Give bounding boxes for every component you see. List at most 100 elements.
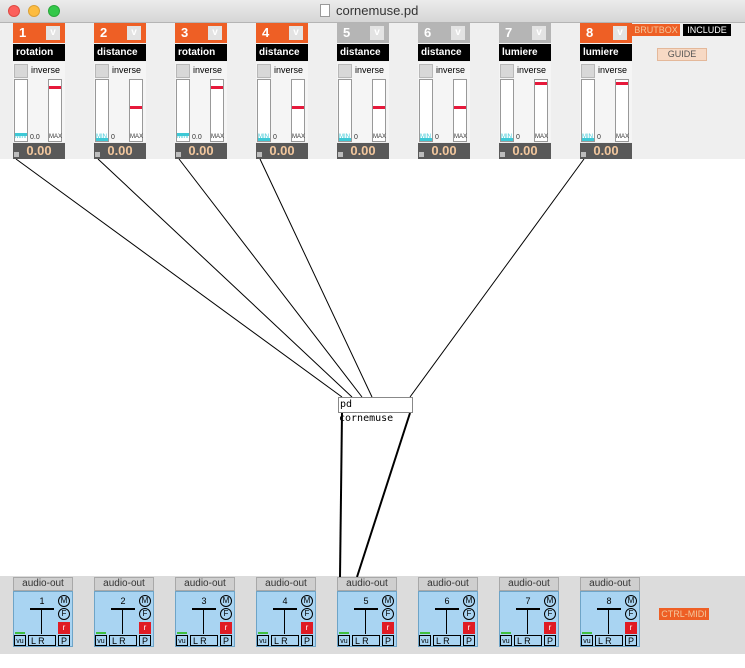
p-button[interactable]: P	[58, 635, 70, 646]
vu-button[interactable]: vu	[14, 635, 26, 646]
v-toggle-button[interactable]: v	[613, 26, 627, 40]
zero-label: 0	[597, 134, 601, 141]
vu-button[interactable]: vu	[419, 635, 431, 646]
module-number: 8	[586, 25, 594, 40]
fade-button[interactable]: F	[625, 608, 637, 620]
record-button[interactable]: r	[139, 622, 151, 634]
max-limit-slider[interactable]	[210, 79, 224, 142]
vu-button[interactable]: vu	[500, 635, 512, 646]
left-right-output[interactable]: L R	[514, 635, 542, 646]
fade-button[interactable]: F	[58, 608, 70, 620]
vu-button[interactable]: vu	[257, 635, 269, 646]
mute-button[interactable]: M	[301, 595, 313, 607]
input-level-indicator	[96, 138, 108, 141]
left-right-output[interactable]: L R	[28, 635, 56, 646]
mute-button[interactable]: M	[382, 595, 394, 607]
sensor-type-label: distance	[337, 44, 389, 61]
left-right-output[interactable]: L R	[109, 635, 137, 646]
inverse-toggle[interactable]	[338, 64, 352, 78]
left-right-output[interactable]: L R	[595, 635, 623, 646]
inverse-toggle[interactable]	[419, 64, 433, 78]
inverse-toggle[interactable]	[581, 64, 595, 78]
mute-button[interactable]: M	[463, 595, 475, 607]
max-limit-indicator	[292, 106, 304, 109]
v-toggle-button[interactable]: v	[208, 26, 222, 40]
max-limit-slider[interactable]	[453, 79, 467, 142]
input-level-slider[interactable]	[581, 79, 595, 142]
input-level-slider[interactable]	[95, 79, 109, 142]
pd-cornemuse-object[interactable]: pd cornemuse	[338, 397, 413, 424]
input-level-slider[interactable]	[419, 79, 433, 142]
v-toggle-button[interactable]: v	[451, 26, 465, 40]
max-limit-slider[interactable]	[129, 79, 143, 142]
max-limit-slider[interactable]	[372, 79, 386, 142]
left-right-output[interactable]: L R	[271, 635, 299, 646]
brutbox-button[interactable]: BRUTBOX	[632, 24, 680, 36]
p-button[interactable]: P	[544, 635, 556, 646]
close-window-button[interactable]	[8, 5, 20, 17]
record-button[interactable]: r	[544, 622, 556, 634]
vu-button[interactable]: vu	[581, 635, 593, 646]
fade-button[interactable]: F	[382, 608, 394, 620]
inverse-toggle[interactable]	[500, 64, 514, 78]
max-limit-indicator	[454, 106, 466, 109]
v-toggle-button[interactable]: v	[289, 26, 303, 40]
p-button[interactable]: P	[382, 635, 394, 646]
fade-button[interactable]: F	[544, 608, 556, 620]
vu-button[interactable]: vu	[338, 635, 350, 646]
p-button[interactable]: P	[625, 635, 637, 646]
mute-button[interactable]: M	[625, 595, 637, 607]
vu-level-indicator	[96, 632, 106, 634]
guide-button[interactable]: GUIDE	[657, 48, 707, 61]
input-level-slider[interactable]	[338, 79, 352, 142]
mute-button[interactable]: M	[139, 595, 151, 607]
mute-button[interactable]: M	[58, 595, 70, 607]
input-level-slider[interactable]	[176, 79, 190, 142]
mute-button[interactable]: M	[220, 595, 232, 607]
fade-button[interactable]: F	[301, 608, 313, 620]
max-limit-slider[interactable]	[291, 79, 305, 142]
mute-button[interactable]: M	[544, 595, 556, 607]
max-limit-slider[interactable]	[534, 79, 548, 142]
inverse-toggle[interactable]	[257, 64, 271, 78]
inverse-toggle[interactable]	[95, 64, 109, 78]
v-toggle-button[interactable]: v	[46, 26, 60, 40]
max-limit-slider[interactable]	[615, 79, 629, 142]
p-button[interactable]: P	[139, 635, 151, 646]
ctrl-midi-button[interactable]: CTRL-MIDI	[659, 608, 709, 620]
record-button[interactable]: r	[625, 622, 637, 634]
left-right-output[interactable]: L R	[190, 635, 218, 646]
v-toggle-button[interactable]: v	[127, 26, 141, 40]
record-button[interactable]: r	[301, 622, 313, 634]
left-right-output[interactable]: L R	[352, 635, 380, 646]
max-limit-slider[interactable]	[48, 79, 62, 142]
input-level-slider[interactable]	[500, 79, 514, 142]
fade-button[interactable]: F	[139, 608, 151, 620]
inverse-toggle[interactable]	[14, 64, 28, 78]
fade-button[interactable]: F	[220, 608, 232, 620]
vu-button[interactable]: vu	[176, 635, 188, 646]
include-button[interactable]: INCLUDE	[683, 24, 731, 36]
p-button[interactable]: P	[301, 635, 313, 646]
max-label: MAX	[373, 134, 387, 140]
record-button[interactable]: r	[382, 622, 394, 634]
record-button[interactable]: r	[220, 622, 232, 634]
input-level-slider[interactable]	[257, 79, 271, 142]
vu-level-indicator	[15, 632, 25, 634]
vu-button[interactable]: vu	[95, 635, 107, 646]
p-button[interactable]: P	[463, 635, 475, 646]
fade-button[interactable]: F	[463, 608, 475, 620]
minimize-window-button[interactable]	[28, 5, 40, 17]
left-right-output[interactable]: L R	[433, 635, 461, 646]
record-button[interactable]: r	[463, 622, 475, 634]
zoom-window-button[interactable]	[48, 5, 60, 17]
input-level-slider[interactable]	[14, 79, 28, 142]
zero-label: 0.0	[192, 134, 202, 141]
v-toggle-button[interactable]: v	[532, 26, 546, 40]
p-button[interactable]: P	[220, 635, 232, 646]
inverse-toggle[interactable]	[176, 64, 190, 78]
v-toggle-button[interactable]: v	[370, 26, 384, 40]
record-button[interactable]: r	[58, 622, 70, 634]
